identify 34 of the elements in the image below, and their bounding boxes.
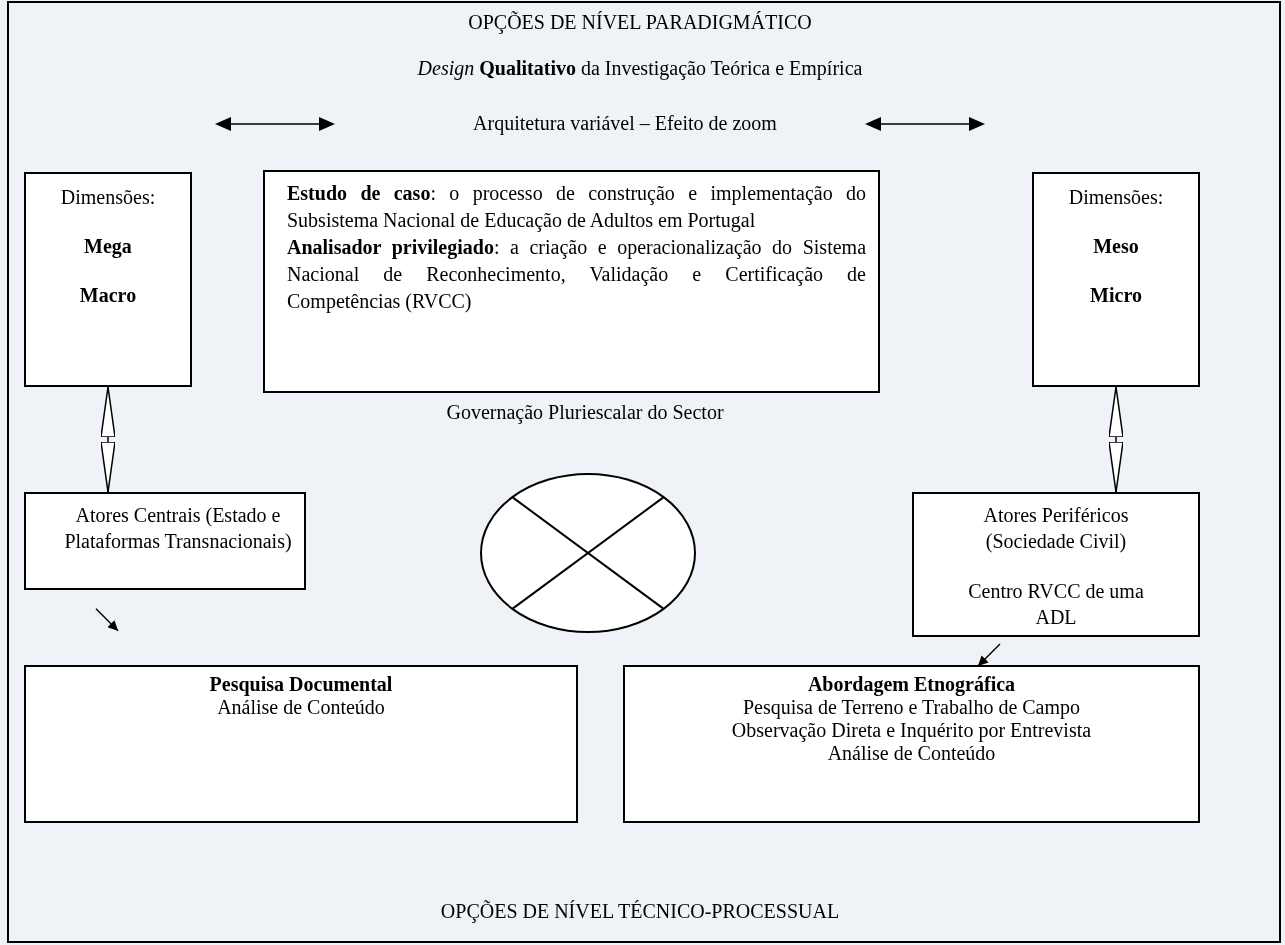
- dimension-level: Micro: [1089, 284, 1143, 307]
- method-item: Análise de Conteúdo: [216, 696, 386, 719]
- dimension-level: Mega: [83, 235, 133, 258]
- text-box: [623, 665, 1200, 823]
- caption-text: Governação Pluriescalar do Sector: [445, 401, 725, 424]
- box-heading: Abordagem Etnográfica: [806, 673, 1017, 696]
- dimension-label: Dimensões:: [1067, 186, 1165, 209]
- case-description: Estudo de caso: o processo de construção e implementação do Subsistema Nacional de Educação de Adultos em Portugal: [287, 181, 866, 234]
- box-text: Atores Centrais (Estado e Plataformas Transnacionais): [63, 503, 293, 554]
- text-box: [263, 170, 880, 393]
- double-arrow: [100, 386, 116, 493]
- box-text: Centro RVCC de uma ADL: [967, 579, 1145, 630]
- text-box: [912, 492, 1200, 637]
- section-heading: OPÇÕES DE NÍVEL PARADIGMÁTICO: [467, 11, 813, 34]
- text-box: [1032, 172, 1200, 387]
- text-box: [24, 492, 306, 590]
- double-arrow: [1108, 386, 1124, 493]
- ellipse-shape: [480, 473, 696, 633]
- section-heading: OPÇÕES DE NÍVEL TÉCNICO-PROCESSUAL: [439, 900, 841, 923]
- text-box: [24, 665, 578, 823]
- method-item: Pesquisa de Terreno e Trabalho de Campo: [741, 696, 1082, 719]
- caption-text: Arquitetura variável – Efeito de zoom: [472, 112, 778, 135]
- dimension-level: Meso: [1092, 235, 1140, 258]
- dimension-label: Dimensões:: [59, 186, 157, 209]
- case-description: Analisador privilegiado: a criação e operacionalização do Sistema Nacional de Reconhecimento, Validação e Certificação de Competências (RVCC): [287, 235, 866, 315]
- box-heading: Pesquisa Documental: [208, 673, 394, 696]
- arrow: [95, 608, 119, 632]
- method-item: Análise de Conteúdo: [826, 742, 997, 765]
- method-item: Observação Direta e Inquérito por Entrevista: [730, 719, 1093, 742]
- arrow: [977, 643, 1001, 667]
- dimension-level: Macro: [78, 284, 138, 307]
- caption-text: Design Qualitativo da Investigação Teórica e Empírica: [416, 57, 864, 80]
- text-box: [24, 172, 192, 387]
- box-text: Atores Periféricos (Sociedade Civil): [982, 503, 1130, 554]
